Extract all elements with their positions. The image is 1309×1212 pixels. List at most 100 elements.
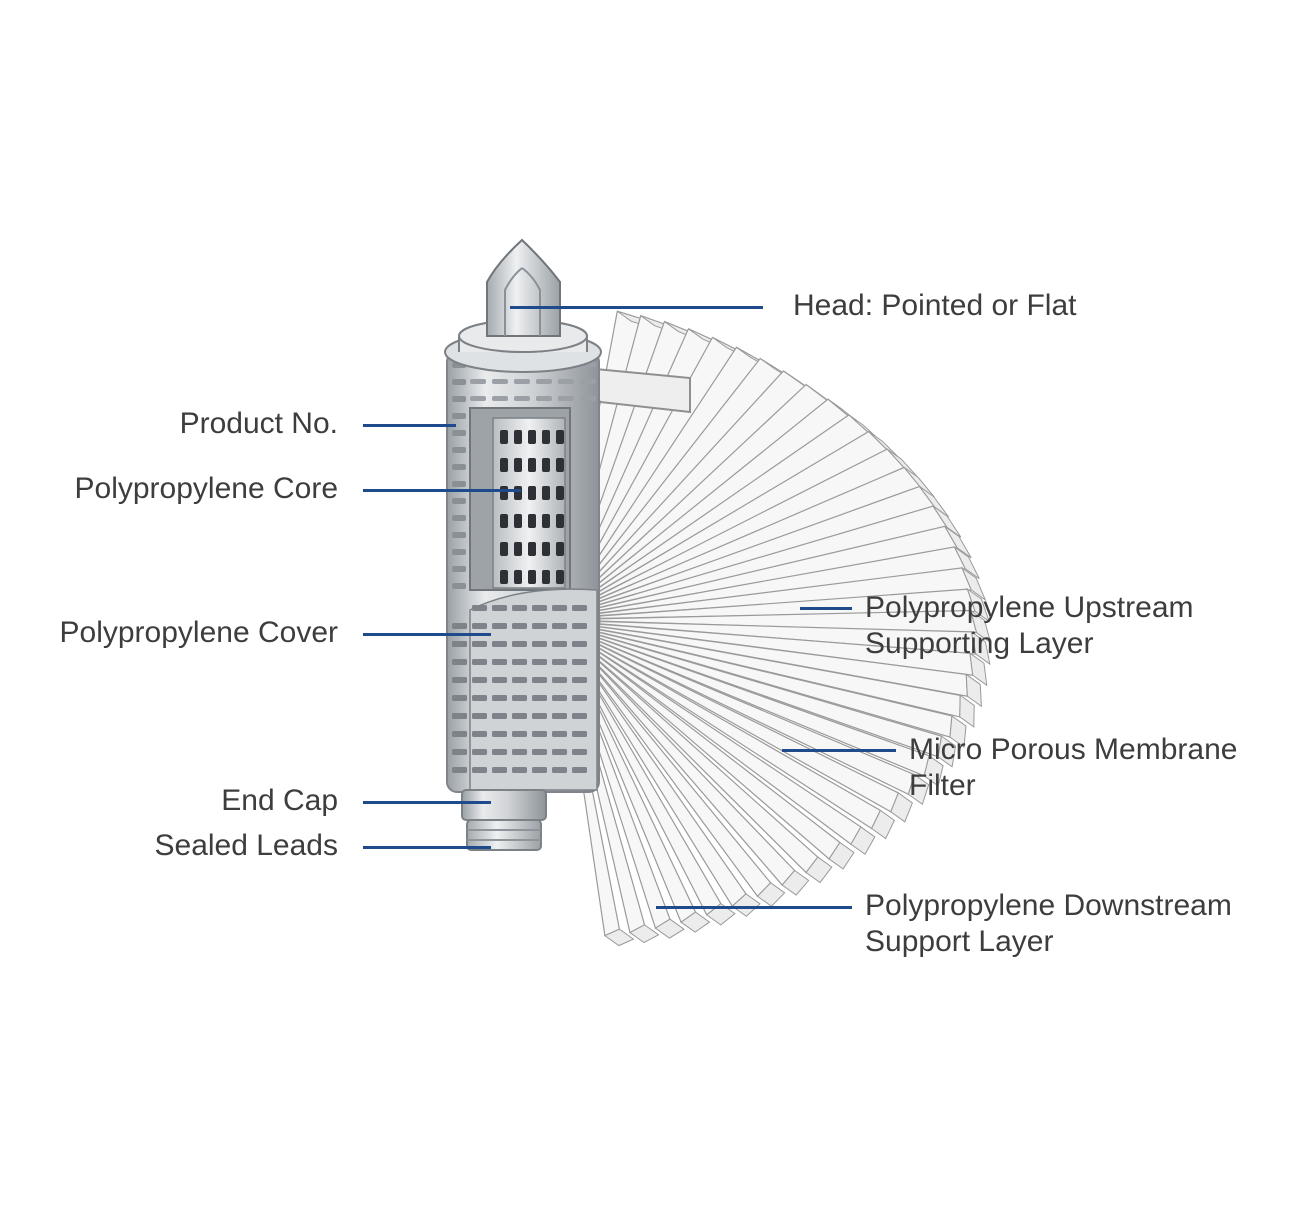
cover-hole: [512, 641, 527, 647]
cover-hole: [572, 605, 587, 611]
label-head: Head: Pointed or Flat: [793, 289, 1077, 322]
pleat-edge: [871, 809, 896, 840]
pleat-edge: [907, 773, 930, 806]
cover-slot: [536, 396, 552, 401]
core-hole: [528, 542, 536, 556]
cover-slot: [452, 447, 466, 453]
label-downstream-line2: Support Layer: [865, 925, 1054, 958]
cover-slot: [452, 396, 466, 402]
cover-hole: [552, 623, 567, 629]
cover-hole: [532, 677, 547, 683]
cover-hole: [492, 641, 507, 647]
cover-hole: [472, 731, 487, 737]
cover-slot: [452, 481, 466, 487]
cover-hole: [552, 677, 567, 683]
cover-slot: [558, 379, 574, 384]
core-hole: [556, 430, 564, 444]
pleat-edge: [969, 609, 992, 644]
cover-hole: [512, 749, 527, 755]
cover-hole: [532, 713, 547, 719]
cover-slot: [452, 413, 466, 419]
pleat-edge: [919, 486, 950, 518]
pleat-edge: [969, 652, 988, 687]
polypropylene-core: [492, 417, 566, 589]
leader-line-membrane: [782, 749, 896, 752]
cover-slot: [452, 515, 466, 521]
core-hole: [500, 458, 508, 472]
pleat-edge: [603, 928, 635, 947]
core-hole: [556, 542, 564, 556]
cover-slot: [452, 549, 466, 555]
cover-hole: [552, 731, 567, 737]
cover-hole: [492, 677, 507, 683]
label-membrane-line1: Micro Porous Membrane: [909, 733, 1238, 766]
cover-hole: [452, 749, 467, 755]
cover-hole: [512, 713, 527, 719]
filter-head: [486, 238, 561, 337]
core-hole: [542, 430, 550, 444]
cover-slot: [492, 379, 508, 384]
pleat-edge: [937, 735, 957, 768]
cover-slot: [536, 379, 552, 384]
pleat-edge: [629, 924, 660, 944]
cover-slot: [492, 396, 508, 401]
cover-hole: [532, 605, 547, 611]
cover-slot: [558, 396, 574, 401]
cover-hole: [532, 659, 547, 665]
cover-hole: [472, 713, 487, 719]
core-hole: [542, 458, 550, 472]
cover-hole: [532, 749, 547, 755]
cover-hole: [532, 767, 547, 773]
pleat-edge: [965, 673, 982, 708]
label-sealed-leads: Sealed Leads: [154, 829, 339, 862]
core-hole: [514, 570, 522, 584]
cover-hole: [472, 605, 487, 611]
core-hole: [528, 486, 536, 500]
cover-hole: [472, 623, 487, 629]
leader-line-pp-core: [363, 489, 521, 492]
cover-slot: [452, 532, 466, 538]
label-polypropylene-core: Polypropylene Core: [74, 472, 338, 505]
cover-hole: [472, 695, 487, 701]
cover-hole: [452, 695, 467, 701]
cover-hole: [492, 623, 507, 629]
cover-hole: [452, 713, 467, 719]
core-hole: [500, 430, 508, 444]
label-downstream-support-layer: Polypropylene Downstream Support Layer: [865, 888, 1232, 960]
core-hole: [500, 570, 508, 584]
cover-slot: [514, 396, 530, 401]
label-micro-porous-membrane: Micro Porous Membrane Filter: [909, 732, 1237, 804]
core-hole: [542, 514, 550, 528]
cover-hole: [572, 677, 587, 683]
core-hole: [500, 514, 508, 528]
cover-hole: [572, 641, 587, 647]
cover-hole: [452, 659, 467, 665]
label-upstream-supporting-layer: Polypropylene Upstream Supporting Layer: [865, 590, 1194, 662]
core-hole: [542, 542, 550, 556]
pleat-edge: [850, 826, 876, 855]
leader-line-end-cap: [363, 801, 491, 804]
leader-line-upstream: [800, 607, 852, 610]
core-hole: [514, 458, 522, 472]
core-hole: [556, 486, 564, 500]
label-product-no: Product No.: [179, 407, 338, 440]
core-hole: [542, 486, 550, 500]
cover-slot: [452, 464, 466, 470]
cover-hole: [512, 731, 527, 737]
core-hole: [556, 570, 564, 584]
cover-hole: [492, 767, 507, 773]
cover-hole: [492, 731, 507, 737]
cover-hole: [472, 677, 487, 683]
cover-slot: [470, 379, 486, 384]
leader-line-product-no: [363, 424, 456, 427]
pleat-edge: [954, 546, 980, 580]
core-hole: [542, 570, 550, 584]
pleat-edge: [805, 856, 833, 884]
cover-hole: [472, 659, 487, 665]
cover-hole: [572, 695, 587, 701]
pleat-edge: [949, 715, 967, 749]
cover-hole: [452, 641, 467, 647]
cover-hole: [492, 749, 507, 755]
cover-slot: [452, 379, 466, 385]
cover-hole: [512, 605, 527, 611]
